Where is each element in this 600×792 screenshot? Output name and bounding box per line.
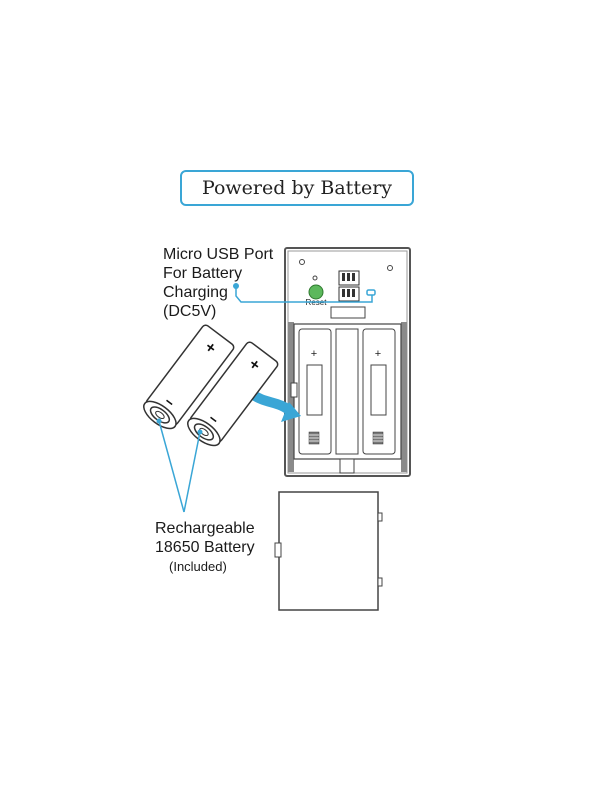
battery-label-line-2: 18650 Battery bbox=[155, 539, 255, 556]
battery-right: + − bbox=[187, 341, 279, 447]
slot-left-plus: + bbox=[311, 348, 317, 360]
battery-compartment: + + bbox=[290, 323, 402, 474]
battery-label: Rechargeable 18650 Battery (Included) bbox=[155, 519, 255, 576]
usb-label-line-3: Charging bbox=[163, 284, 228, 301]
slot-right-plus: + bbox=[375, 348, 381, 360]
screw-hole-small bbox=[312, 275, 318, 281]
usb-label-line-1: Micro USB Port bbox=[163, 246, 274, 263]
screw-hole-left bbox=[299, 259, 305, 265]
usb-port-label: Micro USB Port For Battery Charging (DC5… bbox=[163, 245, 273, 321]
usb-label-line-4: (DC5V) bbox=[163, 303, 217, 320]
battery-callout bbox=[156, 418, 203, 513]
battery-label-line-3: (Included) bbox=[169, 559, 227, 574]
compartment-latch bbox=[290, 382, 298, 398]
micro-usb-port bbox=[366, 289, 376, 296]
battery-cover bbox=[274, 491, 383, 611]
dip-switch-top bbox=[338, 270, 360, 286]
reset-button[interactable] bbox=[308, 284, 324, 300]
usb-label-line-2: For Battery bbox=[163, 265, 243, 282]
battery-left: + − bbox=[143, 324, 235, 430]
connector-slot bbox=[330, 306, 366, 319]
title-box: Powered by Battery bbox=[180, 170, 414, 206]
battery-label-line-1: Rechargeable bbox=[155, 520, 255, 537]
dip-switch-bottom bbox=[338, 286, 360, 302]
screw-hole-right bbox=[387, 265, 393, 271]
usb-callout bbox=[233, 283, 373, 303]
title-text: Powered by Battery bbox=[201, 177, 393, 199]
